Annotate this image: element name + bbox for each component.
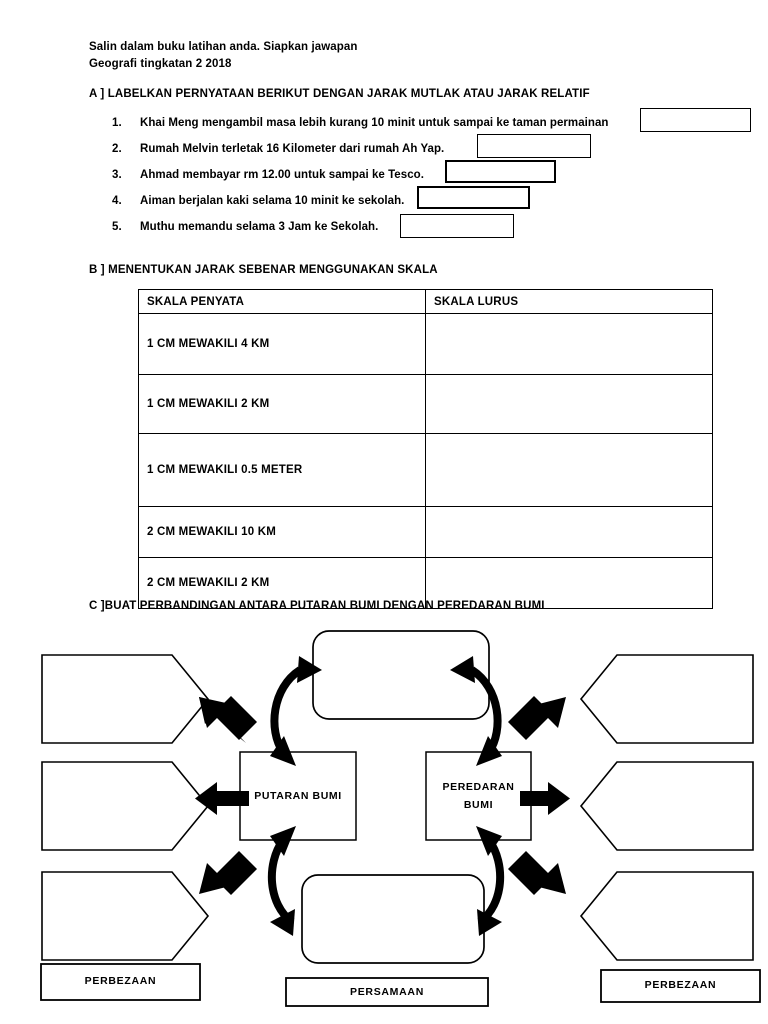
column-header-skala-penyata: SKALA PENYATA <box>138 289 426 314</box>
arrow-putaran-to-left-3 <box>199 851 257 895</box>
list-item-text: Muthu memandu selama 3 Jam ke Sekolah. <box>140 221 379 233</box>
table-row: 2 CM MEWAKILI 2 KM <box>138 557 713 609</box>
list-item-number: 3. <box>112 169 122 181</box>
legend-label-left: PERBEZAAN <box>84 975 157 987</box>
list-item-number: 2. <box>112 143 122 155</box>
section-a-heading-regular: A ] LABELKAN PERNYATAAN BERIKUT DENGAN <box>89 88 368 100</box>
answer-box-5[interactable] <box>400 214 514 238</box>
list-item-text: Rumah Melvin terletak 16 Kilometer dari … <box>140 143 445 155</box>
comparison-diagram: PUTARAN BUMI PEREDARAN BUMI PERBEZAAN PE… <box>0 610 768 1024</box>
arrow-peredaran-to-right-1 <box>508 696 566 740</box>
list-item-text: Khai Meng mengambil masa lebih kurang 10… <box>140 117 609 129</box>
section-c-heading-text: C ]BUAT PERBANDINGAN ANTARA PUTARAN BUMI… <box>89 600 545 612</box>
curved-arrow-putaran-bottom <box>267 826 296 936</box>
list-item-text: Aiman berjalan kaki selama 10 minit ke s… <box>140 195 405 207</box>
list-item-number: 4. <box>112 195 122 207</box>
list-item-text: Ahmad membayar rm 12.00 untuk sampai ke … <box>140 169 424 181</box>
answer-box-2[interactable] <box>477 134 591 158</box>
cell-skala-penyata: 1 CM MEWAKILI 2 KM <box>138 374 426 434</box>
right-blank-pentagon-1-shape[interactable] <box>579 654 754 744</box>
cell-skala-lurus[interactable] <box>425 313 713 375</box>
skala-table: SKALA PENYATA SKALA LURUS 1 CM MEWAKILI … <box>138 289 713 609</box>
center-top-blank-box[interactable] <box>312 630 490 720</box>
right-blank-pentagon-2-shape[interactable] <box>579 761 754 851</box>
left-blank-pentagon-3[interactable] <box>41 871 210 961</box>
header-line-2: Geografi tingkatan 2 2018 <box>89 58 232 70</box>
cell-skala-penyata: 1 CM MEWAKILI 4 KM <box>138 313 426 375</box>
table-row: 1 CM MEWAKILI 4 KM <box>138 313 713 375</box>
arrow-putaran-to-left-2 <box>195 782 249 815</box>
left-blank-pentagon-1[interactable] <box>41 654 210 744</box>
curved-arrow-putaran-top <box>270 656 322 766</box>
answer-box-4[interactable] <box>417 186 530 209</box>
legend-box-left <box>40 963 201 1001</box>
cell-skala-lurus[interactable] <box>425 506 713 558</box>
legend-label-right: PERBEZAAN <box>644 979 717 991</box>
column-header-skala-lurus: SKALA LURUS <box>425 289 713 314</box>
legend-box-center <box>285 977 489 1007</box>
answer-box-3[interactable] <box>445 160 556 183</box>
table-header-row: SKALA PENYATA SKALA LURUS <box>138 289 713 314</box>
right-blank-pentagon-3-shape[interactable] <box>579 871 754 961</box>
header-line-1: Salin dalam buku latihan anda. Siapkan j… <box>89 41 358 53</box>
left-blank-pentagon-2[interactable] <box>41 761 210 851</box>
cell-skala-lurus[interactable] <box>425 557 713 609</box>
curved-arrow-peredaran-bottom <box>476 826 505 936</box>
cell-skala-lurus[interactable] <box>425 374 713 434</box>
section-c-heading: C ]BUAT PERBANDINGAN ANTARA PUTARAN BUMI… <box>89 600 545 612</box>
section-a-heading: A ] LABELKAN PERNYATAAN BERIKUT DENGAN J… <box>89 88 590 100</box>
putaran-bumi-box[interactable] <box>239 751 357 841</box>
list-item-number: 5. <box>112 221 122 233</box>
center-bottom-blank-box[interactable] <box>301 874 485 964</box>
legend-box-right <box>600 969 761 1003</box>
table-row: 1 CM MEWAKILI 0.5 METER <box>138 433 713 507</box>
curved-arrow-peredaran-top <box>450 656 502 766</box>
cell-skala-lurus[interactable] <box>425 433 713 507</box>
section-b-heading: B ] MENENTUKAN JARAK SEBENAR MENGGUNAKAN… <box>89 264 438 276</box>
list-item-number: 1. <box>112 117 122 129</box>
section-a-heading-bold: JARAK MUTLAK ATAU JARAK RELATIF <box>367 88 590 100</box>
arrow-putaran-to-left-1 <box>199 696 257 743</box>
section-b-heading-text: B ] MENENTUKAN JARAK SEBENAR MENGGUNAKAN… <box>89 264 438 276</box>
cell-skala-penyata: 2 CM MEWAKILI 2 KM <box>138 557 426 609</box>
arrow-peredaran-to-right-3 <box>508 851 566 895</box>
table-row: 2 CM MEWAKILI 10 KM <box>138 506 713 558</box>
table-row: 1 CM MEWAKILI 2 KM <box>138 374 713 434</box>
legend-label-center: PERSAMAAN <box>350 986 424 998</box>
peredaran-bumi-box[interactable] <box>425 751 532 841</box>
cell-skala-penyata: 2 CM MEWAKILI 10 KM <box>138 506 426 558</box>
arrow-peredaran-to-right-2 <box>520 782 570 815</box>
cell-skala-penyata: 1 CM MEWAKILI 0.5 METER <box>138 433 426 507</box>
answer-box-1[interactable] <box>640 108 751 132</box>
